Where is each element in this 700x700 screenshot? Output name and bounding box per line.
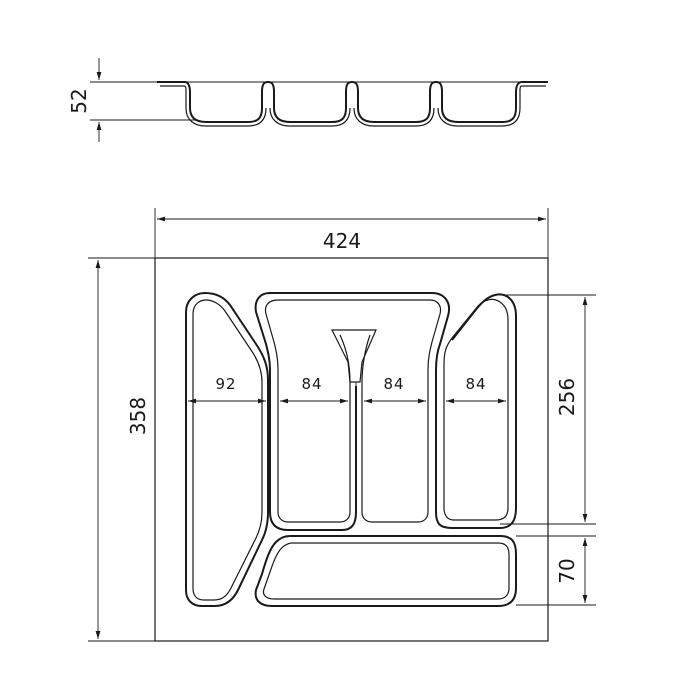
- dim-52-label: 52: [67, 88, 91, 113]
- compartment-left-inner: [192, 299, 263, 601]
- compartment-bottom-outer: [254, 535, 517, 607]
- divider-funnel: [331, 329, 377, 383]
- compartment-left-outer: [185, 291, 269, 607]
- dim-84c-label: 84: [465, 375, 486, 393]
- dim-84a-label: 84: [301, 375, 322, 393]
- center-frame-outer: [268, 292, 517, 529]
- compartment-bottom-inner: [262, 542, 510, 600]
- dim-424-label: 424: [323, 229, 361, 253]
- dim-256-label: 256: [555, 378, 579, 416]
- compartment-right-inner: [443, 298, 509, 521]
- dim-92-label: 92: [215, 375, 236, 393]
- profile-inner: [160, 85, 546, 127]
- dim-358-label: 358: [126, 397, 150, 435]
- top-view: 424 358 92 84 84 84 256 70: [88, 208, 596, 642]
- dim-70-label: 70: [555, 558, 579, 583]
- dim-84b-label: 84: [383, 375, 404, 393]
- compartment-2-outer: [254, 292, 357, 531]
- tray-outline: [154, 257, 549, 642]
- side-profile-view: 52: [67, 58, 548, 142]
- compartment-2-inner: [264, 299, 442, 523]
- profile-outline: [157, 80, 548, 123]
